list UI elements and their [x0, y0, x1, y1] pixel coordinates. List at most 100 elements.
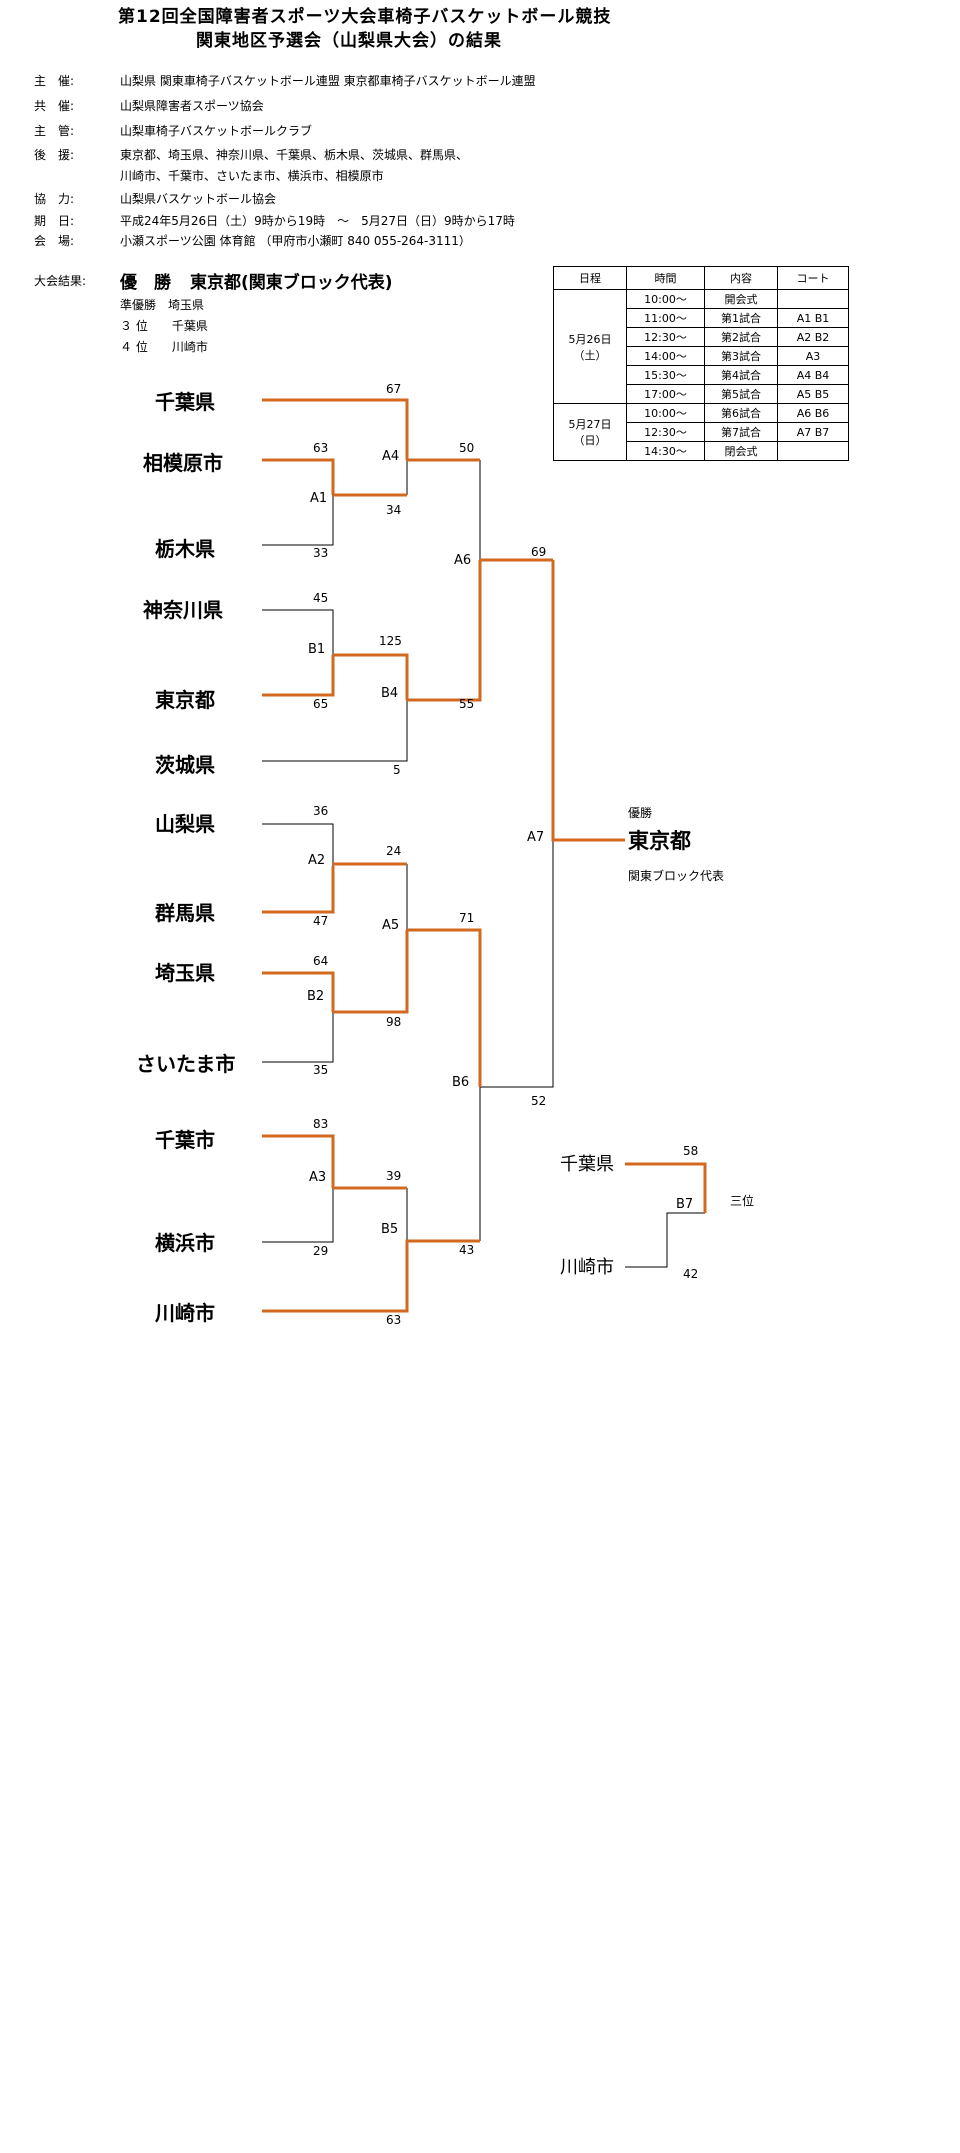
- score-b1-top: 45: [313, 591, 329, 605]
- team-ibaraki: 茨城県: [155, 753, 215, 777]
- win-sagamihara: [262, 458, 335, 495]
- win-b4: [407, 560, 482, 702]
- win-saitama: [262, 971, 335, 1012]
- line-yamanashi: [262, 823, 334, 866]
- score-a2-bot: 47: [313, 914, 329, 928]
- score-a4-bot: 34: [386, 503, 402, 517]
- title-line2: 関東地区予選会（山梨県大会）の結果: [196, 31, 502, 51]
- score-b2-top: 64: [313, 954, 329, 968]
- info-value-venue: 小瀬スポーツ公園 体育館 （甲府市小瀬町 840 055-264-3111）: [120, 234, 471, 248]
- score-a6-bot: 55: [459, 697, 475, 711]
- line-ibaraki: [262, 700, 408, 762]
- game-a5: A5: [382, 918, 400, 933]
- runner-up-result: 準優勝 埼玉県: [120, 298, 205, 312]
- team-sagamihara: 相模原市: [143, 451, 223, 475]
- win-b1: [333, 653, 409, 700]
- score-a5-bot: 98: [386, 1015, 402, 1029]
- schedule-header-content: 内容: [704, 266, 778, 290]
- score-a6-top: 50: [459, 441, 475, 455]
- game-a4: A4: [382, 449, 400, 464]
- info-value-sponsor: 山梨県 関東車椅子バスケットボール連盟 東京都車椅子バスケットボール連盟: [120, 74, 536, 88]
- schedule-day2: 5月27日 （日）: [553, 403, 627, 461]
- schedule-time: 14:30～: [626, 441, 705, 461]
- schedule-content: 第4試合: [704, 365, 778, 385]
- win-tokyo: [262, 655, 335, 697]
- schedule-content: 第2試合: [704, 327, 778, 347]
- score-a1-top: 63: [313, 441, 329, 455]
- game-a2: A2: [308, 853, 326, 868]
- info-label-organizer: 主 管:: [34, 124, 75, 138]
- team-saitama-city: さいたま市: [136, 1052, 236, 1076]
- schedule-content: 第7試合: [704, 422, 778, 442]
- third-result: ３ 位 千葉県: [120, 319, 208, 333]
- score-b2-bot: 35: [313, 1063, 329, 1077]
- title-line1: 第12回全国障害者スポーツ大会車椅子バスケットボール競技: [118, 7, 612, 27]
- schedule-content: 閉会式: [704, 441, 778, 461]
- schedule-table: 日程 時間 内容 コート 5月26日 （土） 10:00～ 開会式 11:00～…: [553, 266, 849, 461]
- info-value-organizer: 山梨車椅子バスケットボールクラブ: [120, 124, 313, 138]
- team-gunma: 群馬県: [155, 901, 215, 925]
- game-b6: B6: [452, 1075, 470, 1090]
- game-b2: B2: [307, 989, 325, 1004]
- team-chiba-city: 千葉市: [155, 1128, 215, 1152]
- score-b7-bot: 42: [683, 1267, 699, 1281]
- game-b7: B7: [676, 1197, 694, 1212]
- score-a2-top: 36: [313, 804, 329, 818]
- team-kanagawa: 神奈川県: [143, 598, 223, 622]
- win-kawasaki: [262, 1239, 480, 1313]
- schedule-time: 17:00～: [626, 384, 705, 404]
- champion-label: 優 勝: [120, 273, 171, 293]
- line-kawasaki-third: [625, 1212, 705, 1268]
- schedule-court: A1 B1: [777, 308, 849, 328]
- info-label-venue: 会 場:: [34, 234, 75, 248]
- line-a7-lower: [480, 840, 554, 1088]
- score-b5-bot: 43: [459, 1243, 475, 1257]
- score-a1-bot: 33: [313, 546, 329, 560]
- schedule-time: 12:30～: [626, 422, 705, 442]
- game-a1: A1: [310, 491, 328, 506]
- game-b1: B1: [308, 642, 326, 657]
- schedule-court: [777, 441, 849, 461]
- info-value-date: 平成24年5月26日（土）9時から19時 ～ 5月27日（日）9時から17時: [120, 214, 515, 228]
- info-value-cooperation: 山梨県バスケットボール協会: [120, 192, 277, 206]
- team-saitama: 埼玉県: [155, 961, 215, 985]
- score-b4-bot: 5: [393, 763, 401, 777]
- score-b4-top: 125: [379, 634, 402, 648]
- info-label-support: 後 援:: [34, 148, 75, 162]
- score-a3-bot: 29: [313, 1244, 329, 1258]
- third-place-label: 三位: [730, 1194, 755, 1208]
- line-kanagawa: [262, 609, 334, 655]
- schedule-time: 15:30～: [626, 365, 705, 385]
- schedule-content: 開会式: [704, 289, 778, 309]
- info-label-date: 期 日:: [34, 214, 75, 228]
- fourth-result: ４ 位 川崎市: [120, 340, 208, 354]
- schedule-court: A3: [777, 346, 849, 366]
- team-yokohama: 横浜市: [155, 1231, 215, 1255]
- game-b4: B4: [381, 686, 399, 701]
- win-chiba-third: [625, 1162, 707, 1213]
- info-label-cooperation: 協 力:: [34, 192, 75, 206]
- game-a6: A6: [454, 553, 472, 568]
- game-a3: A3: [309, 1170, 327, 1185]
- win-a5: [407, 928, 482, 1087]
- score-a7-top: 69: [531, 545, 547, 559]
- score-a4-top: 67: [386, 382, 402, 396]
- info-value-support-2: 川崎市、千葉市、さいたま市、横浜市、相模原市: [120, 169, 384, 183]
- results-label: 大会結果:: [34, 274, 87, 288]
- team-chiba: 千葉県: [155, 390, 215, 414]
- line-yokohama: [262, 1188, 334, 1243]
- team-kawasaki: 川崎市: [155, 1301, 215, 1325]
- bracket-lines: [262, 398, 707, 1313]
- score-b7-top: 58: [683, 1144, 699, 1158]
- win-a7: [551, 560, 625, 842]
- schedule-time: 10:00～: [626, 289, 705, 309]
- score-a7-bot: 52: [531, 1094, 547, 1108]
- team-tokyo: 東京都: [155, 688, 215, 712]
- score-a5-top: 24: [386, 844, 402, 858]
- line-saitamacity: [262, 1012, 334, 1063]
- win-chiba: [262, 398, 409, 460]
- score-kawasaki: 63: [386, 1313, 402, 1327]
- win-b2: [333, 930, 409, 1014]
- schedule-day1: 5月26日 （土）: [553, 289, 627, 404]
- schedule-header-court: コート: [777, 266, 849, 290]
